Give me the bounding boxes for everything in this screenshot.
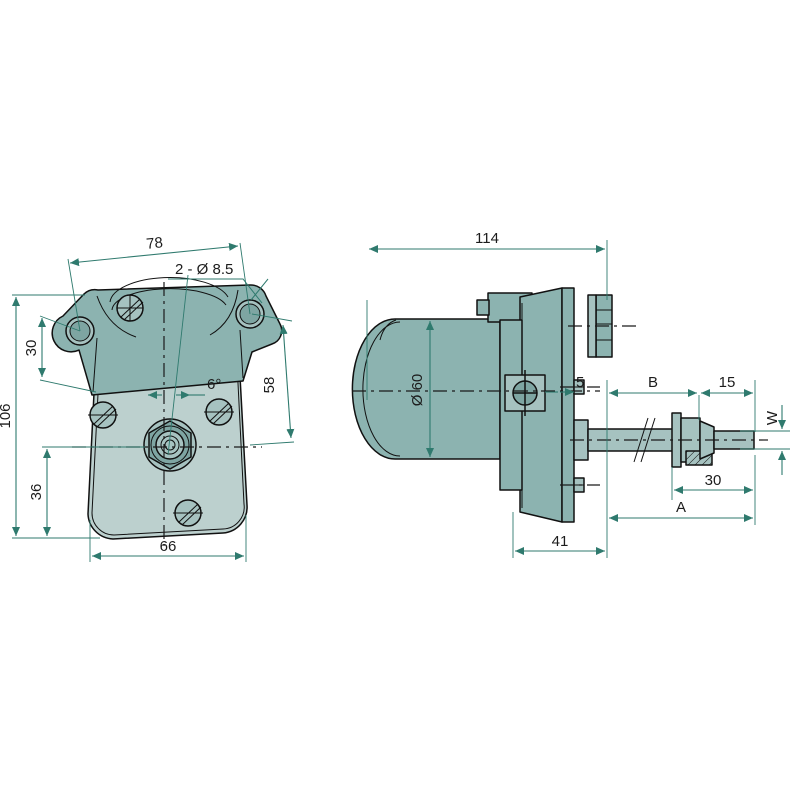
dimension-30-label: 30 (23, 340, 40, 357)
dimension-30-shaft: 30 (671, 455, 756, 500)
front-flange-contour (92, 289, 244, 393)
dimension-B: B (606, 374, 700, 500)
dimension-W: W (740, 405, 790, 475)
dimension-114: 114 (366, 230, 608, 400)
side-view: 114 Ø 60 41 5 (351, 230, 790, 558)
dimension-66-label: 66 (160, 538, 177, 555)
dimension-B-label: B (648, 374, 658, 391)
dimension-30-shaft-label: 30 (705, 472, 722, 489)
dimension-78-label: 78 (145, 234, 163, 253)
dimension-5: 5 (545, 374, 584, 396)
side-motor-barrel (351, 318, 501, 460)
dimension-5-label: 5 (576, 374, 584, 391)
dimension-58-label: 58 (261, 377, 278, 394)
dimension-106-label: 106 (0, 403, 14, 428)
dimension-36-label: 36 (28, 484, 45, 501)
dimension-W-label: W (764, 410, 781, 425)
side-mounting-face-plate (561, 287, 575, 523)
dimension-41-label: 41 (552, 533, 569, 550)
dimension-66: 66 (89, 515, 247, 562)
dimension-A: A (606, 499, 756, 525)
dimension-15: 15 (701, 374, 756, 432)
dimension-30: 30 (23, 315, 97, 393)
dimension-6-degrees-label: 6° (207, 376, 221, 393)
side-cross-screw (504, 370, 546, 416)
front-output-shaft-hex-nut (143, 418, 197, 472)
front-body-screw-left (88, 401, 118, 429)
dimension-58: 58 (249, 313, 295, 446)
dimension-6-degrees: 6° (148, 376, 221, 399)
dimension-dia-60: Ø 60 (409, 321, 434, 457)
dimension-114-label: 114 (475, 230, 499, 247)
front-flange-tilted-centerline (167, 274, 189, 456)
dimension-2-dia-8-5-label: 2 - Ø 8.5 (175, 261, 233, 278)
side-shaft-break-symbol (633, 417, 656, 463)
dimension-2-dia-8-5: 2 - Ø 8.5 (168, 261, 269, 304)
dimension-41: 41 (512, 512, 608, 558)
dimension-78: 78 (67, 234, 251, 332)
front-mounting-flange (51, 284, 283, 396)
front-flange-screw-top (116, 294, 144, 322)
dimension-15-label: 15 (719, 374, 736, 391)
dimension-dia-60-label: Ø 60 (409, 374, 426, 407)
front-body-screw-right (204, 398, 234, 426)
front-view: 78 2 - Ø 8.5 30 58 (0, 234, 295, 562)
side-motor-endcap-radius (379, 319, 397, 341)
dimension-A-label: A (676, 499, 686, 516)
front-motor-barrel-hidden (109, 277, 229, 311)
front-body-screw-bottom (173, 499, 203, 527)
